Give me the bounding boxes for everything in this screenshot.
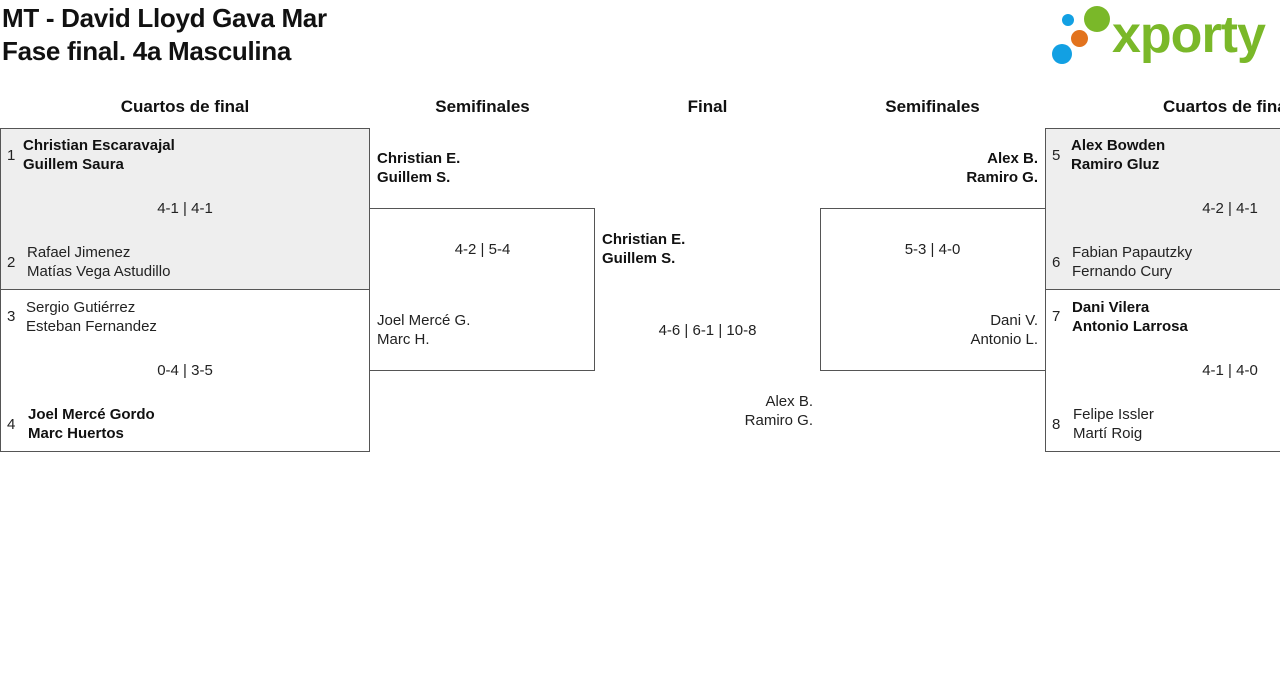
player-name: Ramiro G. (966, 169, 1038, 186)
match-score: 4-2 | 4-1 (1202, 200, 1258, 217)
match-score: 5-3 | 4-0 (904, 241, 961, 258)
team-winner: Alex Bowden Ramiro Gluz (1071, 136, 1165, 174)
round-header-final: Final (687, 97, 728, 116)
player-name: Antonio L. (970, 331, 1038, 348)
player-name: Rafael Jimenez (27, 244, 131, 261)
player-name: Marc Huertos (28, 425, 124, 442)
player-name: Guillem S. (602, 250, 676, 267)
player-name: Guillem S. (377, 169, 451, 186)
player-name: Matías Vega Astudillo (27, 263, 171, 280)
player-name: Alex Bowden (1071, 137, 1166, 154)
phase-title: Fase final. 4a Masculina (2, 36, 292, 66)
team-loser: Dani V. Antonio L. (820, 311, 1038, 349)
logo-dot-orange (1071, 30, 1088, 47)
logo-dot-green (1084, 6, 1110, 32)
team-winner: Joel Mercé Gordo Marc Huertos (28, 405, 155, 443)
logo-dot-blue-small (1062, 14, 1074, 26)
player-name: Alex B. (765, 393, 813, 410)
player-name: Guillem Saura (23, 156, 124, 173)
round-header-sf-left: Semifinales (435, 97, 530, 116)
team-winner: Christian Escaravajal Guillem Saura (23, 136, 175, 174)
seed-number: 5 (1052, 147, 1061, 164)
player-name: Sergio Gutiérrez (26, 299, 136, 316)
xporty-logo: xporty (1050, 4, 1276, 66)
player-name: Dani V. (990, 312, 1038, 329)
round-header-sf-right: Semifinales (885, 97, 980, 116)
logo-dot-blue (1052, 44, 1072, 64)
semifinal-match-2[interactable] (820, 208, 1046, 371)
player-name: Dani Vilera (1072, 299, 1150, 316)
team-loser: Sergio Gutiérrez Esteban Fernandez (26, 298, 157, 336)
logo-text: xporty (1112, 6, 1266, 64)
match-score: 4-2 | 5-4 (454, 241, 511, 258)
tournament-title: MT - David Lloyd Gava Mar (2, 3, 327, 33)
final-team-winner: Christian E. Guillem S. (602, 230, 685, 268)
final-team-runner-up: Alex B. Ramiro G. (595, 392, 813, 430)
team-winner: Dani Vilera Antonio Larrosa (1072, 298, 1188, 336)
team-winner: Alex B. Ramiro G. (820, 149, 1038, 187)
quarterfinal-match-1[interactable] (0, 128, 370, 290)
team-winner: Christian E. Guillem S. (377, 149, 460, 187)
player-name: Christian Escaravajal (23, 137, 175, 154)
player-name: Alex B. (987, 150, 1038, 167)
seed-number: 7 (1052, 308, 1061, 325)
match-score: 4-1 | 4-0 (1202, 362, 1258, 379)
final-score: 4-6 | 6-1 | 10-8 (658, 322, 757, 339)
player-name: Marc H. (377, 331, 430, 348)
player-name: Christian E. (377, 150, 461, 167)
seed-number: 6 (1052, 254, 1061, 271)
match-score: 4-1 | 4-1 (157, 200, 213, 217)
semifinal-match-1[interactable] (369, 208, 595, 371)
player-name: Esteban Fernandez (26, 318, 157, 335)
seed-number: 1 (7, 147, 16, 164)
seed-number: 3 (7, 308, 16, 325)
round-header-qf-left: Cuartos de final (120, 97, 250, 116)
player-name: Joel Mercé Gordo (28, 406, 155, 423)
player-name: Fabian Papautzky (1072, 244, 1193, 261)
team-loser: Rafael Jimenez Matías Vega Astudillo (27, 243, 170, 281)
seed-number: 8 (1052, 416, 1061, 433)
quarterfinal-match-3[interactable] (1045, 128, 1280, 290)
team-loser: Fabian Papautzky Fernando Cury (1072, 243, 1192, 281)
player-name: Joel Mercé G. (377, 312, 471, 329)
match-score: 0-4 | 3-5 (157, 362, 213, 379)
player-name: Felipe Issler (1073, 406, 1154, 423)
player-name: Antonio Larrosa (1072, 318, 1188, 335)
player-name: Fernando Cury (1072, 263, 1173, 280)
round-header-qf-right: Cuartos de final (1163, 97, 1280, 116)
player-name: Christian E. (602, 231, 686, 248)
player-name: Ramiro G. (744, 412, 813, 429)
seed-number: 2 (7, 254, 16, 271)
team-loser: Felipe Issler Martí Roig (1073, 405, 1154, 443)
seed-number: 4 (7, 416, 16, 433)
player-name: Ramiro Gluz (1071, 156, 1160, 173)
player-name: Martí Roig (1073, 425, 1143, 442)
team-loser: Joel Mercé G. Marc H. (377, 311, 470, 349)
